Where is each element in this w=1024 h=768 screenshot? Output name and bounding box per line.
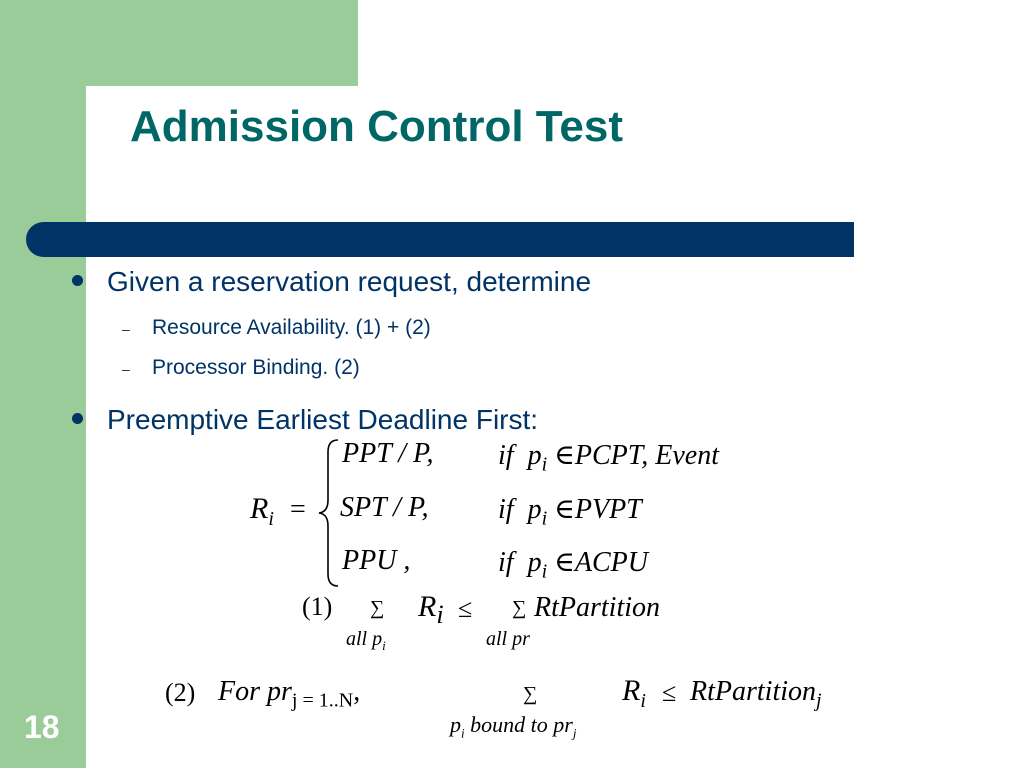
top-green-block: [0, 0, 358, 86]
bullet-dot-icon: [72, 275, 83, 287]
dash-icon: –: [122, 361, 130, 377]
bullet-2-text: Preemptive Earliest Deadline First:: [107, 404, 539, 435]
case-3-expr: PPU ,: [342, 545, 411, 576]
eq2-under: pi bound to prj: [450, 712, 577, 741]
eq-equals: =: [290, 494, 306, 525]
bullet-1-text: Given a reservation request, determine: [107, 266, 592, 297]
title-underline-bar: [26, 222, 854, 257]
slide-number: 18: [24, 709, 60, 745]
eq1-sum2-icon: ∑: [512, 597, 527, 619]
eq2-term: Ri: [622, 674, 646, 712]
eq1-under-right: all pr: [486, 628, 530, 650]
case-2-expr: SPT / P,: [340, 492, 429, 523]
left-brace-icon: [318, 439, 339, 587]
subitem-1: – Resource Availability. (1) + (2): [122, 316, 431, 340]
dash-icon: –: [122, 321, 130, 337]
eq2-rel: ≤: [662, 678, 677, 707]
case-3-cond: if pi ∈ACPU: [498, 547, 648, 583]
subitem-2-text: Processor Binding. (2): [152, 356, 360, 379]
case-2-cond: if pi ∈PVPT: [498, 494, 642, 530]
eq1-label: (1): [302, 592, 333, 621]
eq-lhs: Ri: [250, 492, 274, 530]
eq1-rel: ≤: [458, 594, 473, 623]
eq1-term: Ri: [418, 590, 444, 629]
eq1-sum-icon: ∑: [370, 597, 385, 619]
slide-title: Admission Control Test: [130, 102, 623, 151]
left-green-bar: [0, 0, 86, 768]
bullet-dot-icon: [72, 413, 83, 425]
eq2-rhs: RtPartitionj: [690, 676, 822, 712]
eq1-rhs: RtPartition: [534, 592, 660, 623]
subitem-1-text: Resource Availability. (1) + (2): [152, 316, 431, 339]
case-1-expr: PPT / P,: [342, 438, 434, 469]
eq2-label: (2): [165, 678, 196, 707]
bullet-1: Given a reservation request, determine: [72, 266, 591, 298]
eq2-for: For prj = 1..N,: [218, 676, 361, 712]
eq2-sum-icon: ∑: [523, 683, 538, 705]
bullet-2: Preemptive Earliest Deadline First:: [72, 404, 538, 436]
case-1-cond: if pi ∈PCPT, Event: [498, 440, 719, 476]
subitem-2: – Processor Binding. (2): [122, 356, 360, 380]
eq1-under-left: all pi: [346, 628, 386, 653]
